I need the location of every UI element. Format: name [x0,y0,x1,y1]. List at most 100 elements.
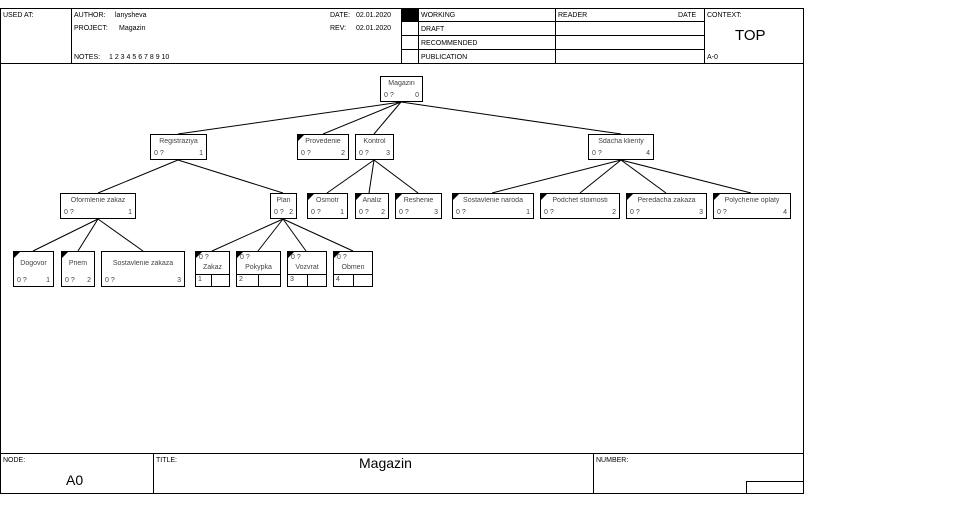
node-sostavlenie-naroda-name: Sostavlenie naroda [463,197,523,204]
node-dogovor[interactable]: Dogovor 0 ? 1 [13,251,54,287]
footer-divider-1 [153,453,154,494]
node-analiz-number: 2 [381,209,385,216]
author-label: AUTHOR: [74,12,106,19]
node-provedenie-cost: 0 ? [301,150,311,157]
node-sostavlenie-zakaza-number: 3 [177,277,181,284]
edge-oformlenie-sostavlenie [97,218,144,252]
node-priem[interactable]: Priem 0 ? 2 [61,251,95,287]
node-sostavlenie-zakaza[interactable]: Sostavlenie zakaza 0 ? 3 [101,251,185,287]
status-working: WORKING [421,12,456,19]
node-peredacha-zakaza[interactable]: Peredacha zakaza 0 ? 3 [626,193,707,219]
edge-root-registraziya [177,101,402,135]
node-priem-name: Priem [68,260,88,267]
node-sdacha-klienty-number: 4 [646,150,650,157]
node-dogovor-number: 1 [46,277,50,284]
edge-kontrol-analiz [368,159,375,194]
node-plan[interactable]: Plan 0 ? 2 [270,193,297,219]
node-sdacha-klienty-name: Sdacha klienty [598,138,644,145]
node-sostavlenie-naroda-number: 1 [526,209,530,216]
node-zakaz-corner-marker [196,252,202,258]
node-zakaz-name: Zakaz [202,264,223,271]
node-kontrol-cost: 0 ? [359,150,369,157]
project-value: Magazin [119,25,146,32]
edge-sdacha-podchet [579,159,622,194]
node-pokypka-cell-divider [258,275,259,286]
node-obmen-name: Obmen [341,264,365,271]
node-kontrol[interactable]: Kontrol 0 ? 3 [355,134,394,160]
header-divider-3 [418,8,419,64]
node-peredacha-zakaza-name: Peredacha zakaza [637,197,696,204]
footer-divider-2 [593,453,594,494]
node-vozvrat-cost: 0 ? [291,254,301,261]
node-provedenie[interactable]: Provedenie 0 ? 2 [297,134,349,160]
node-kontrol-name: Kontrol [363,138,386,145]
node-reshenie-corner-marker [396,194,402,200]
header-bottom-rule [0,63,804,64]
node-registraziya-name: Registraziya [159,138,198,145]
node-provedenie-name: Provedenie [305,138,341,145]
edge-sdacha-polychenie [620,159,752,194]
status-row-rule-3 [401,49,704,50]
edge-registraziya-oformlenie [97,159,179,194]
node-osmotr-name: Osmotr [316,197,339,204]
node-sostavlenie-naroda-corner-marker [453,194,459,200]
edge-registraziya-plan [177,159,284,194]
context-code: A-0 [707,54,718,61]
node-kontrol-number: 3 [386,150,390,157]
edge-root-sdacha [400,101,622,135]
node-plan-number: 2 [289,209,293,216]
status-recommended: RECOMMENDED [421,40,478,47]
node-sostavlenie-zakaza-name: Sostavlenie zakaza [112,260,174,267]
node-analiz-cost: 0 ? [359,209,369,216]
node-osmotr[interactable]: Osmotr 0 ? 1 [307,193,348,219]
node-obmen-cell-divider [353,275,354,286]
edge-plan-obmen [282,218,354,252]
node-zakaz[interactable]: 0 ? Zakaz 1 [195,251,230,287]
node-peredacha-zakaza-corner-marker [627,194,633,200]
node-vozvrat[interactable]: 0 ? Vozvrat 3 [287,251,327,287]
node-analiz[interactable]: Analiz 0 ? 2 [355,193,389,219]
node-magazin[interactable]: Magazin 0 ? 0 [380,76,423,102]
node-podchet-stoimosti-number: 2 [612,209,616,216]
project-label: PROJECT: [74,25,108,32]
node-polychenie-oplaty-cost: 0 ? [717,209,727,216]
node-peredacha-zakaza-cost: 0 ? [630,209,640,216]
node-pokypka-number: 2 [239,276,243,283]
node-osmotr-number: 1 [340,209,344,216]
node-obmen-number: 4 [336,276,340,283]
rev-label: REV: [330,25,347,32]
node-dogovor-cost: 0 ? [17,277,27,284]
node-vozvrat-cells: 3 [287,274,327,287]
node-registraziya[interactable]: Registraziya 0 ? 1 [150,134,207,160]
edge-root-kontrol [373,101,402,135]
node-sostavlenie-zakaza-cost: 0 ? [105,277,115,284]
edge-plan-vozvrat [282,218,307,252]
edge-oformlenie-dogovor [32,218,99,252]
reader-label: READER [558,12,588,19]
title-label: TITLE: [156,457,178,464]
node-zakaz-number: 1 [198,276,202,283]
rev-value: 02.01.2020 [356,25,392,32]
node-plan-cost: 0 ? [274,209,284,216]
node-vozvrat-corner-marker [288,252,294,258]
number-box [746,481,804,494]
node-obmen[interactable]: 0 ? Obmen 4 [333,251,373,287]
node-podchet-stoimosti[interactable]: Podchet stoimosti 0 ? 2 [540,193,620,219]
node-vozvrat-number: 3 [290,276,294,283]
node-polychenie-oplaty[interactable]: Polychenie oplaty 0 ? 4 [713,193,791,219]
node-obmen-cost: 0 ? [337,254,347,261]
node-reshenie[interactable]: Reshenie 0 ? 3 [395,193,442,219]
node-podchet-stoimosti-cost: 0 ? [544,209,554,216]
node-oformlenie-zakaz[interactable]: Oformlenie zakaz 0 ? 1 [60,193,136,219]
node-magazin-cost: 0 ? [384,92,394,99]
node-reshenie-number: 3 [434,209,438,216]
working-status-marker [402,9,418,21]
node-podchet-stoimosti-corner-marker [541,194,547,200]
node-pokypka[interactable]: 0 ? Pokypka 2 [236,251,281,287]
node-sostavlenie-naroda[interactable]: Sostavlenie naroda 0 ? 1 [452,193,534,219]
node-polychenie-oplaty-number: 4 [783,209,787,216]
edge-oformlenie-priem [77,218,99,252]
node-sdacha-klienty[interactable]: Sdacha klienty 0 ? 4 [588,134,654,160]
header-divider-5 [704,8,705,64]
node-sdacha-klienty-cost: 0 ? [592,150,602,157]
